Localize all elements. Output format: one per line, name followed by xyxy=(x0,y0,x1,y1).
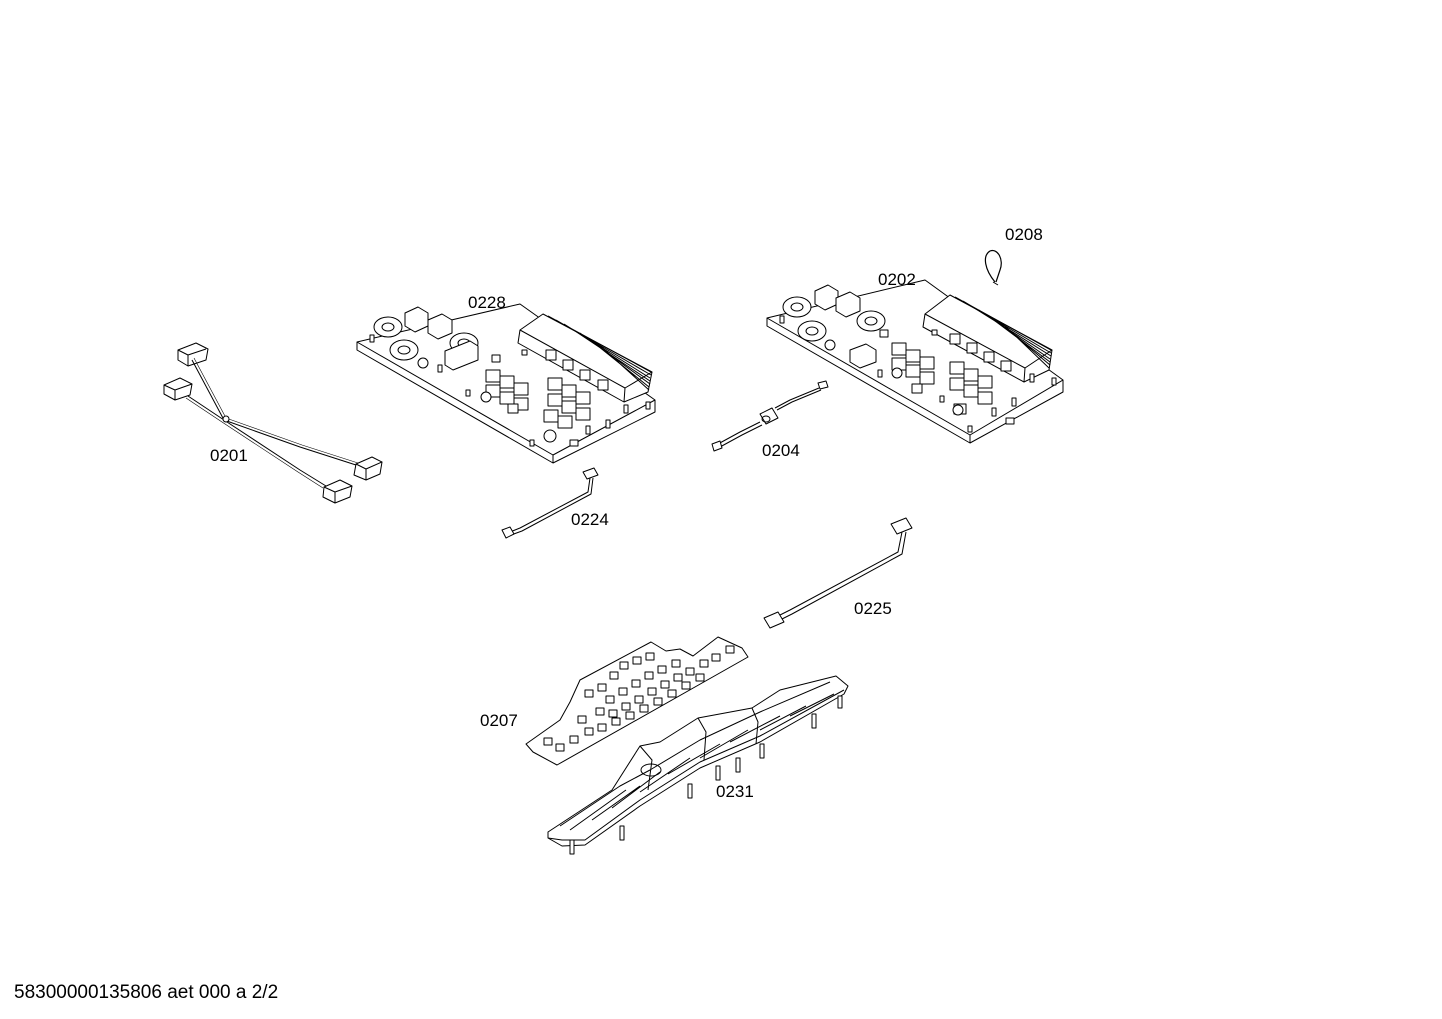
label-0225: 0225 xyxy=(854,599,892,618)
power-board-0202[interactable] xyxy=(766,279,1064,444)
label-0207: 0207 xyxy=(480,711,518,730)
frame-holder-0231[interactable] xyxy=(547,675,849,855)
power-board-0228[interactable] xyxy=(356,303,656,464)
label-0202: 0202 xyxy=(878,270,916,289)
label-0231: 0231 xyxy=(716,782,754,801)
clip-0208[interactable] xyxy=(984,249,1002,286)
ribbon-cable-0225[interactable] xyxy=(763,517,913,629)
label-0201: 0201 xyxy=(210,446,248,465)
control-board-0207[interactable] xyxy=(525,636,749,766)
document-footer-id: 58300000135806 aet 000 a 2/2 xyxy=(14,982,279,1003)
label-0204: 0204 xyxy=(762,441,800,460)
ribbon-cable-0224[interactable] xyxy=(501,467,599,539)
wiring-harness-0201[interactable] xyxy=(163,342,383,504)
ferrite-cable-0204[interactable] xyxy=(711,380,829,452)
label-0208: 0208 xyxy=(1005,225,1043,244)
label-0224: 0224 xyxy=(571,510,609,529)
label-0228: 0228 xyxy=(468,293,506,312)
